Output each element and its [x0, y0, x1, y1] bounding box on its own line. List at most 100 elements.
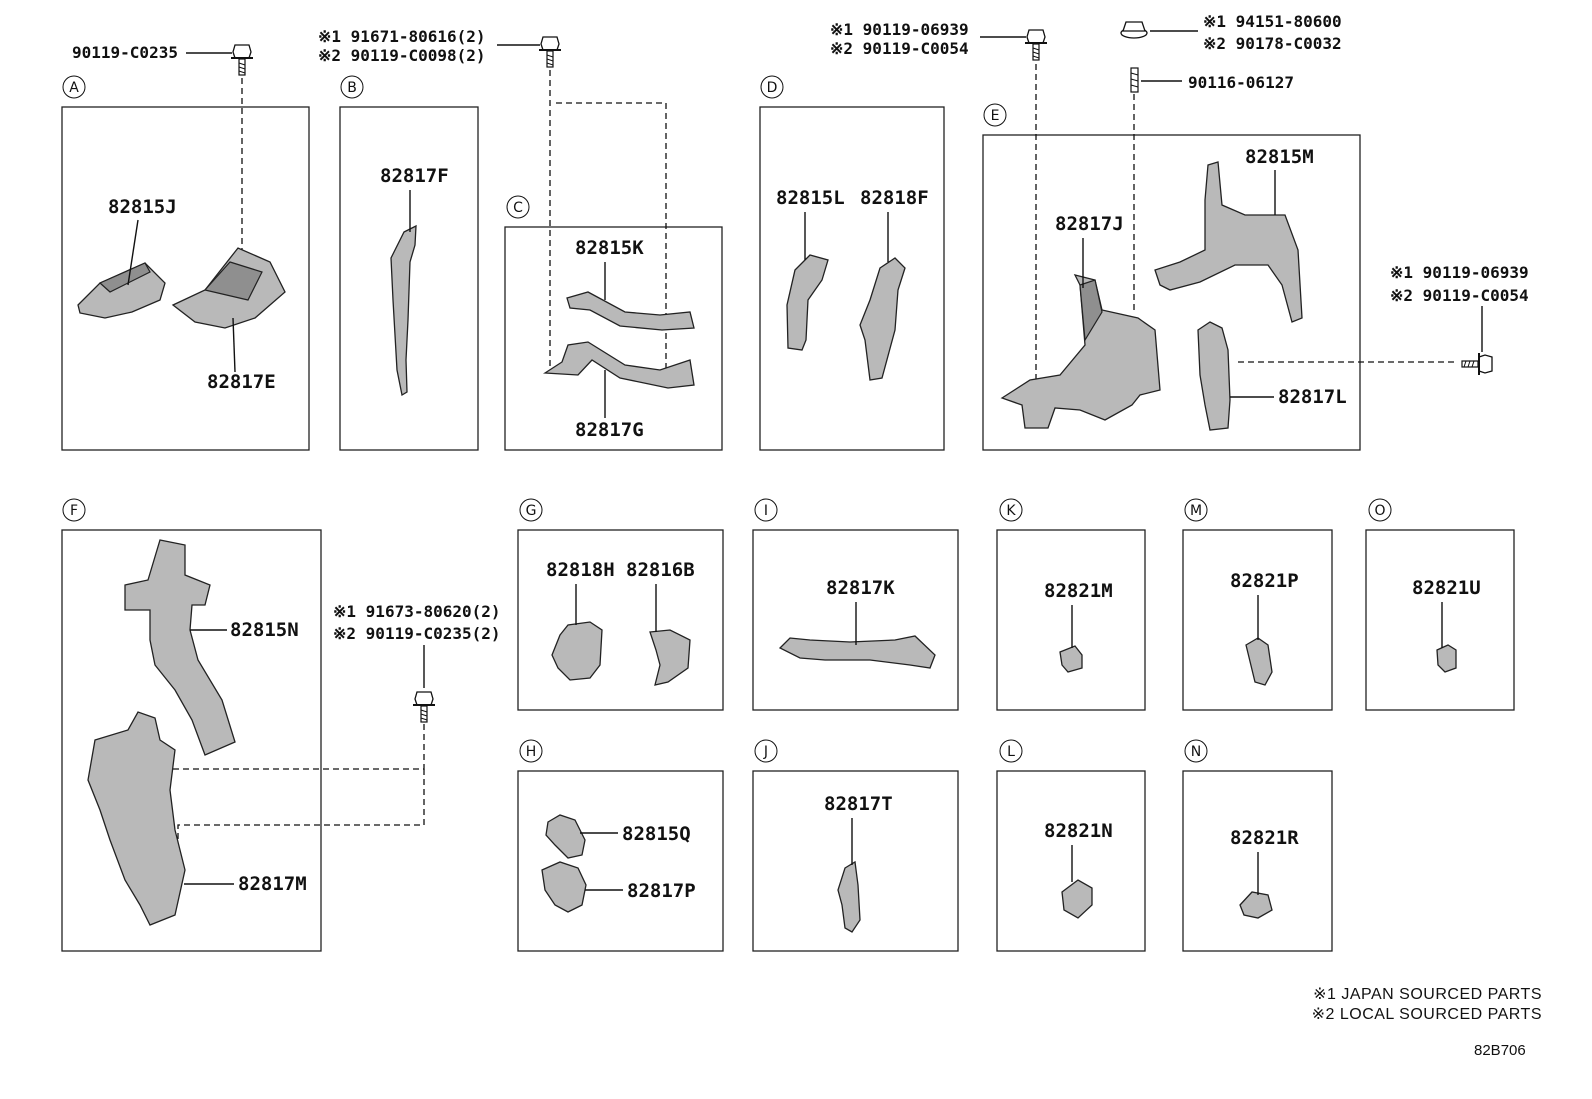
svg-text:I: I — [764, 503, 768, 519]
fastener-label-e2: ※2 90178-C0032 — [1203, 34, 1342, 53]
box-h — [517, 770, 724, 952]
box-g — [517, 529, 724, 711]
svg-text:H: H — [526, 744, 537, 760]
box-c — [504, 226, 723, 451]
part-82817L-shape — [1197, 321, 1231, 431]
svg-text:E: E — [991, 108, 1000, 124]
part-label-82817G: 82817G — [575, 419, 644, 441]
part-82815M-shape — [1154, 161, 1303, 323]
group-b-marker: B — [340, 75, 364, 99]
part-82815Q-shape — [545, 814, 586, 859]
part-82821N-shape — [1061, 879, 1093, 919]
box-m — [1182, 529, 1333, 711]
part-82817K-shape — [778, 635, 936, 669]
part-label-82821P: 82821P — [1230, 570, 1299, 592]
part-label-82821M: 82821M — [1044, 580, 1113, 602]
box-e — [982, 134, 1361, 451]
svg-text:D: D — [767, 80, 778, 96]
part-label-82815Q: 82815Q — [622, 823, 691, 845]
part-label-82816B: 82816B — [626, 559, 695, 581]
part-82817M-shape — [87, 711, 186, 926]
group-e-marker: E — [983, 103, 1007, 127]
bolt-icon — [1461, 352, 1493, 376]
svg-text:J: J — [763, 744, 768, 760]
svg-text:L: L — [1007, 744, 1015, 760]
svg-text:C: C — [513, 200, 523, 216]
box-f — [61, 529, 322, 952]
group-a-marker: A — [62, 75, 86, 99]
box-n — [1182, 770, 1333, 952]
part-82821U-shape — [1436, 644, 1457, 673]
fastener-label-d2: ※2 90119-C0054 — [830, 39, 969, 58]
part-label-82815L: 82815L — [776, 187, 845, 209]
part-82821R-shape — [1239, 891, 1273, 919]
fastener-label-e-side2: ※2 90119-C0054 — [1390, 286, 1529, 305]
group-o-marker: O — [1368, 498, 1392, 522]
part-82815N-shape — [124, 539, 236, 756]
group-g-marker: G — [519, 498, 543, 522]
part-label-82818H: 82818H — [546, 559, 615, 581]
part-label-82815M: 82815M — [1245, 146, 1314, 168]
part-label-82821U: 82821U — [1412, 577, 1481, 599]
fastener-label-f2: ※2 90119-C0235(2) — [333, 624, 501, 643]
part-label-82817T: 82817T — [824, 793, 893, 815]
nut-icon — [1120, 21, 1148, 39]
fastener-label-d1: ※1 90119-06939 — [830, 20, 969, 39]
diagram-code: 82B706 — [1474, 1042, 1526, 1059]
group-m-marker: M — [1184, 498, 1208, 522]
fastener-label-f1: ※1 91673-80620(2) — [333, 602, 501, 621]
box-d — [759, 106, 945, 451]
box-j — [752, 770, 959, 952]
part-label-82815J: 82815J — [108, 196, 177, 218]
part-label-82817J: 82817J — [1055, 213, 1124, 235]
group-l-marker: L — [999, 739, 1023, 763]
part-82815K-shape — [566, 291, 695, 331]
part-82817F-shape — [390, 224, 417, 397]
svg-text:F: F — [70, 503, 78, 519]
svg-text:B: B — [347, 80, 357, 96]
part-label-82817F: 82817F — [380, 165, 449, 187]
svg-text:G: G — [526, 503, 537, 519]
part-82818F-shape — [859, 257, 906, 381]
part-label-82817M: 82817M — [238, 873, 307, 895]
box-a — [61, 106, 310, 451]
fastener-label-e1: ※1 94151-80600 — [1203, 12, 1342, 31]
stud-icon — [1130, 67, 1139, 93]
box-b — [339, 106, 479, 451]
group-n-marker: N — [1184, 739, 1208, 763]
group-j-marker: J — [754, 739, 778, 763]
part-label-82815K: 82815K — [575, 237, 644, 259]
box-i — [752, 529, 959, 711]
fastener-label-e-side1: ※1 90119-06939 — [1390, 263, 1529, 282]
part-label-82818F: 82818F — [860, 187, 929, 209]
part-label-82821R: 82821R — [1230, 827, 1299, 849]
group-f-marker: F — [62, 498, 86, 522]
bolt-icon — [230, 44, 254, 76]
fastener-label-b2: ※2 90119-C0098(2) — [318, 46, 486, 65]
svg-text:O: O — [1374, 503, 1385, 519]
part-82821P-shape — [1245, 637, 1273, 686]
part-label-82821N: 82821N — [1044, 820, 1113, 842]
part-label-82817E: 82817E — [207, 371, 276, 393]
part-82817T-shape — [837, 860, 861, 933]
group-h-marker: H — [519, 739, 543, 763]
footnote-local-sourced: ※2 LOCAL SOURCED PARTS — [1311, 1006, 1542, 1023]
part-label-82817L: 82817L — [1278, 386, 1347, 408]
footnote-japan-sourced: ※1 JAPAN SOURCED PARTS — [1313, 986, 1542, 1003]
svg-text:N: N — [1191, 744, 1201, 760]
box-l — [996, 770, 1146, 952]
fastener-label-a: 90119-C0235 — [72, 43, 178, 62]
part-82818H-shape — [551, 621, 603, 681]
part-label-82817K: 82817K — [826, 577, 895, 599]
box-o — [1365, 529, 1515, 711]
fastener-label-b1: ※1 91671-80616(2) — [318, 27, 486, 46]
group-i-marker: I — [754, 498, 778, 522]
part-82815J-shape — [77, 262, 166, 319]
part-label-82815N: 82815N — [230, 619, 299, 641]
part-82815L-shape — [786, 254, 829, 351]
svg-text:A: A — [69, 80, 79, 96]
group-c-marker: C — [506, 195, 530, 219]
group-k-marker: K — [999, 498, 1023, 522]
part-82821M-shape — [1059, 645, 1083, 673]
